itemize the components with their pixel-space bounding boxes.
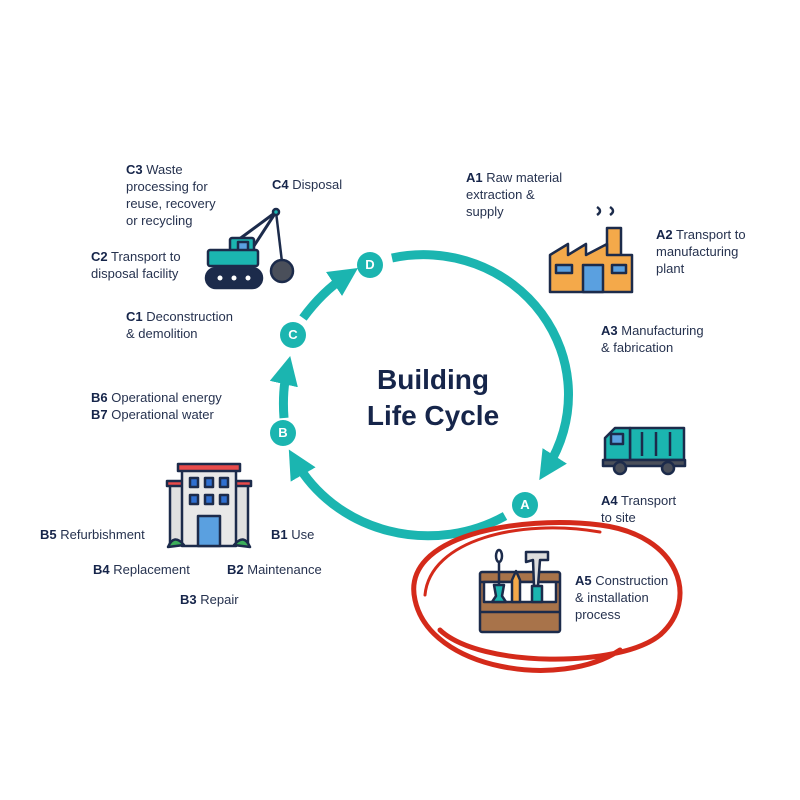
stage-badge-a: A: [512, 492, 538, 518]
stage-badge-d: D: [357, 252, 383, 278]
label-text: Disposal: [288, 177, 343, 192]
label-a2: A2 Transport to manufacturing plant: [656, 226, 746, 277]
label-code: B5: [40, 527, 57, 542]
label-c3: C3 Waste processing for reuse, recovery …: [126, 161, 216, 229]
label-text: Operational energy: [107, 390, 222, 405]
label-b6: B6 Operational energy: [91, 389, 222, 406]
cycle-arrow-a-to-b: [288, 449, 508, 541]
label-code: B7: [91, 407, 108, 422]
label-text: Manufacturing & fabrication: [601, 323, 704, 355]
building-icon: [165, 462, 253, 549]
label-c4: C4 Disposal: [272, 176, 342, 193]
label-code: B2: [227, 562, 244, 577]
cycle-arrow-d-to-a: [391, 250, 573, 481]
label-b3: B3 Repair: [180, 591, 239, 608]
label-code: B1: [271, 527, 288, 542]
label-code: C4: [272, 177, 289, 192]
label-a4: A4 Transport to site: [601, 492, 676, 526]
label-b2: B2 Maintenance: [227, 561, 322, 578]
label-a1: A1 Raw material extraction & supply: [466, 169, 562, 220]
label-b5: B5 Refurbishment: [40, 526, 145, 543]
label-text: Repair: [196, 592, 239, 607]
label-code: C1: [126, 309, 143, 324]
label-text: Operational water: [107, 407, 214, 422]
label-text: Construction & installation process: [575, 573, 669, 622]
label-b4: B4 Replacement: [93, 561, 190, 578]
label-code: A5: [575, 573, 592, 588]
label-text: Transport to disposal facility: [91, 249, 181, 281]
label-c1: C1 Deconstruction & demolition: [126, 308, 233, 342]
label-c2: C2 Transport to disposal facility: [91, 248, 181, 282]
label-text: Deconstruction & demolition: [126, 309, 233, 341]
label-text: Transport to site: [601, 493, 677, 525]
stage-badge-b: B: [270, 420, 296, 446]
label-a5: A5 Construction & installation process: [575, 572, 668, 623]
label-code: B3: [180, 592, 197, 607]
label-code: A4: [601, 493, 618, 508]
diagram-title-line2: Life Cycle: [366, 400, 500, 431]
stage-badge-c: C: [280, 322, 306, 348]
cycle-arrow-b-to-c: [269, 355, 298, 419]
label-text: Maintenance: [243, 562, 322, 577]
label-code: C2: [91, 249, 108, 264]
label-b7: B7 Operational water: [91, 406, 214, 423]
label-text: Use: [287, 527, 315, 542]
toolbox-icon: [478, 548, 562, 634]
dump-truck-icon: [601, 426, 687, 476]
label-text: Transport to manufacturing plant: [656, 227, 746, 276]
highlight-circle: [411, 520, 683, 673]
label-code: B4: [93, 562, 110, 577]
cycle-arrow-c-to-d: [299, 268, 358, 321]
crane-icon: [204, 207, 295, 290]
label-code: B6: [91, 390, 108, 405]
label-code: A3: [601, 323, 618, 338]
label-text: Raw material extraction & supply: [466, 170, 563, 219]
label-code: A1: [466, 170, 483, 185]
label-code: A2: [656, 227, 673, 242]
label-code: C3: [126, 162, 143, 177]
label-text: Waste processing for reuse, recovery or …: [126, 162, 216, 228]
label-a3: A3 Manufacturing & fabrication: [601, 322, 704, 356]
label-text: Replacement: [109, 562, 190, 577]
diagram-title-line1: Building: [377, 364, 489, 395]
label-b1: B1 Use: [271, 526, 314, 543]
factory-icon: [548, 205, 634, 294]
label-text: Refurbishment: [56, 527, 145, 542]
